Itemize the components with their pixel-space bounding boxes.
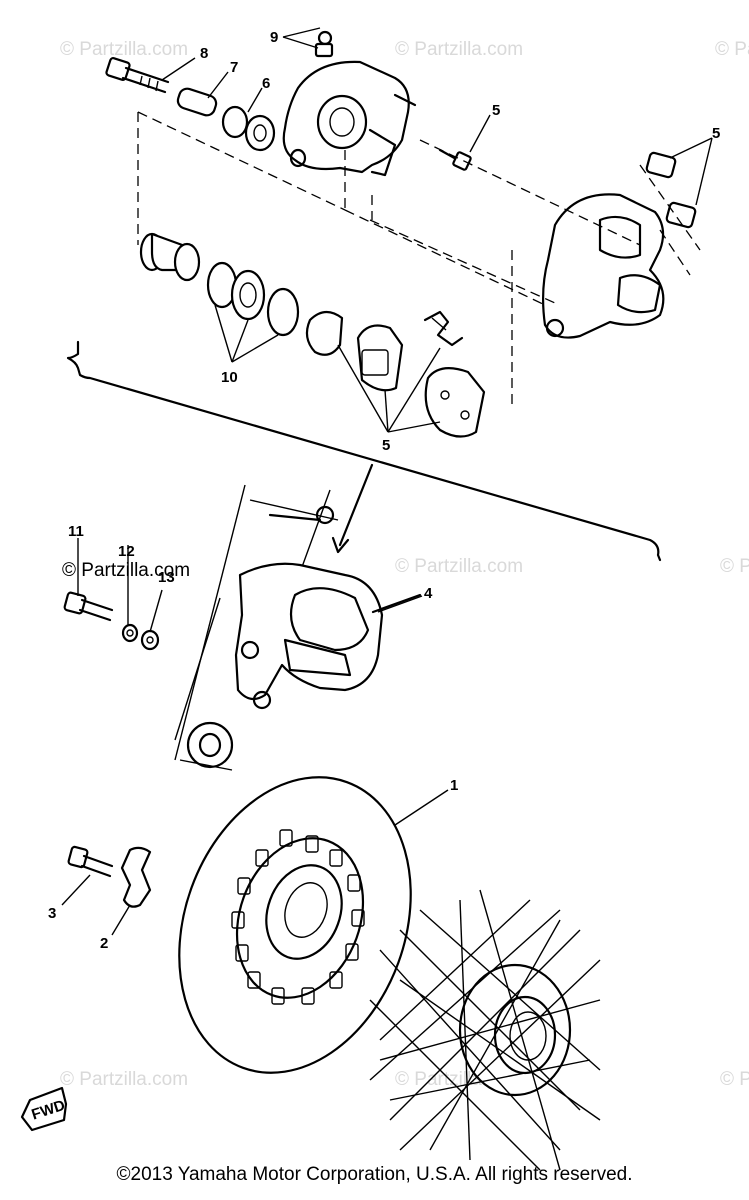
bolt-8 [105, 57, 170, 94]
watermark: © Partzilla.com [62, 560, 190, 581]
watermark: © Partzilla.com [715, 39, 749, 60]
callout-8: 8 [200, 45, 208, 62]
watermark: © Partzilla.com [60, 1069, 188, 1090]
seal-kit-10 [206, 261, 300, 337]
callout-5: 5 [712, 125, 720, 142]
screw-5-upper [438, 148, 472, 171]
pad-spring [423, 310, 464, 347]
assembly-lines [137, 111, 701, 410]
watermark: © Partzilla.com [720, 556, 749, 577]
caliper-outer-half [542, 193, 665, 339]
caliper-inner-half [282, 60, 417, 177]
callout-5: 5 [492, 102, 500, 119]
brake-disc-1 [178, 776, 412, 1074]
assembly-bracket [66, 340, 662, 562]
callout-11: 11 [68, 523, 84, 540]
leader-lines [61, 27, 713, 936]
copyright-notice: ©2013 Yamaha Motor Corporation, U.S.A. A… [116, 1164, 633, 1185]
wheel-hub-spokes [369, 889, 601, 1171]
bolt-11 [63, 591, 114, 622]
caliper-assembly-4 [234, 562, 422, 710]
disc-bolt-3 [67, 845, 114, 878]
fork-leg [174, 484, 339, 771]
brake-pad-2 [424, 367, 486, 438]
piston [139, 232, 201, 282]
bleed-screw-9 [314, 30, 334, 58]
watermark: © Partzilla.com [720, 1069, 749, 1090]
callout-6: 6 [262, 75, 270, 92]
washer-12 [121, 623, 139, 643]
callout-3: 3 [48, 905, 56, 922]
callout-2: 2 [100, 935, 108, 952]
watermark: © Partzilla.com [60, 39, 188, 60]
callout-12: 12 [118, 543, 135, 560]
sleeve-7 [176, 87, 218, 117]
boot-6 [221, 105, 276, 152]
callout-7: 7 [230, 59, 238, 76]
callout-4: 4 [424, 585, 433, 602]
callouts: 8 7 6 9 5 5 10 5 11 12 13 4 1 3 2 [48, 29, 720, 952]
reference-arrow [338, 463, 374, 547]
callout-9: 9 [270, 29, 278, 46]
callout-13: 13 [158, 569, 175, 586]
arrowhead [331, 536, 350, 554]
watermarks: © Partzilla.com © Partzilla.com © Partzi… [60, 39, 749, 1090]
watermark: © Partzilla.com [395, 39, 523, 60]
brake-pad-1 [356, 324, 404, 392]
washer-13 [140, 629, 160, 651]
callout-1: 1 [450, 777, 458, 794]
callout-5: 5 [382, 437, 390, 454]
forward-arrow-icon: FWD [20, 1086, 67, 1132]
lock-plate-2 [120, 846, 152, 908]
watermark: © Partzilla.com [395, 556, 523, 577]
callout-10: 10 [221, 369, 238, 386]
pad-shim [305, 310, 344, 356]
pad-pins-5 [645, 151, 697, 229]
